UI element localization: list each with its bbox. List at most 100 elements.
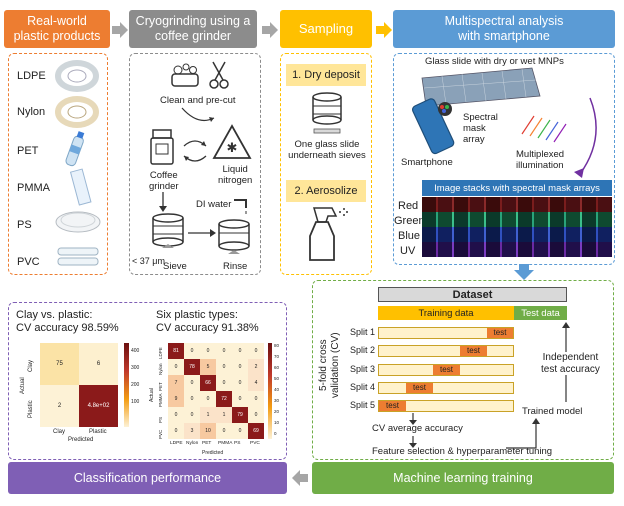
coffee-grinder-line1: Coffee <box>149 170 178 181</box>
cm2-val-1-5: 2 <box>254 364 258 370</box>
cm2-val-2-5: 4 <box>254 380 258 386</box>
cm1-cell-0-1: 6 <box>79 343 118 385</box>
cm2-cell-4-5: 0 <box>248 407 264 423</box>
panel1-title-line1: Real-world <box>27 14 87 28</box>
split-5-test-segment: test <box>379 401 406 411</box>
cm1-val-0-0: 75 <box>56 361 63 367</box>
split-1-test-label: test <box>493 328 507 337</box>
cm2-val-5-4: 0 <box>238 428 242 434</box>
item-nylon-label: Nylon <box>17 106 46 118</box>
one-slide-line1: One glass slide <box>294 139 360 150</box>
dataset-header: Dataset <box>378 287 567 302</box>
split-5-test-label: test <box>386 401 399 410</box>
cm2-cell-1-1: 78 <box>184 359 200 375</box>
panel5-header: Machine learning training <box>312 462 614 494</box>
cm2-cell-5-3: 0 <box>216 423 232 439</box>
cm2-cell-3-3: 72 <box>216 391 232 407</box>
smartphone-label: Smartphone <box>401 157 453 168</box>
split-2-label: Split 2 <box>350 345 376 355</box>
item-ldpe-label: LDPE <box>17 70 46 82</box>
cm2-col-label-1: Nylon <box>186 441 199 446</box>
item-pvc-label: PVC <box>17 256 40 268</box>
cm2-cell-1-4: 0 <box>232 359 248 375</box>
cm1-cell-1-1: 4.8e+02 <box>79 385 118 427</box>
panel4-title-line2: with smartphone <box>458 29 550 43</box>
cm2-val-3-1: 0 <box>190 396 194 402</box>
cm2-tick-7: 10 <box>274 420 280 425</box>
cm2-val-5-1: 3 <box>190 428 194 434</box>
cm2-val-5-5: 69 <box>253 428 259 434</box>
cm2-cell-5-0: 0 <box>168 423 184 439</box>
panel6-box <box>8 302 287 460</box>
training-data-bar: Training data <box>378 306 514 320</box>
trained-model-loop-arrow <box>506 418 540 449</box>
cm2-val-4-0: 0 <box>174 412 178 418</box>
spectral-mask-line2: mask <box>463 122 486 134</box>
six-title-line1: Six plastic types: <box>156 309 238 321</box>
blue-image-strip <box>422 227 612 242</box>
panel4-box <box>393 53 615 265</box>
cm2-row-label-4: PS <box>158 416 163 423</box>
liquid-nitrogen-line2: nitrogen <box>218 174 253 186</box>
cm2-tick-3: 50 <box>274 376 280 381</box>
panel5-box <box>312 280 614 460</box>
pvc-tubes-image <box>57 247 99 266</box>
cm2-val-4-1: 0 <box>190 412 194 418</box>
cm2-cell-3-1: 0 <box>184 391 200 407</box>
dataset-label: Dataset <box>452 288 493 301</box>
panel3-title: Sampling <box>298 21 354 37</box>
clay-title-line2: CV accuracy 98.59% <box>16 321 119 334</box>
cv-down-arrow <box>409 413 417 425</box>
cm2-val-4-4: 79 <box>237 412 243 418</box>
cm2-col-label-3: PMMA <box>218 441 233 446</box>
glass-slide-image <box>421 67 541 107</box>
cm2-cell-5-2: 10 <box>200 423 216 439</box>
cm2-col-label-5: PVC <box>250 441 260 446</box>
spray-bottle-icon <box>309 207 348 261</box>
cm2-cell-3-2: 0 <box>200 391 216 407</box>
training-data-label: Training data <box>418 307 474 319</box>
arrow-4-to-5 <box>514 264 534 280</box>
sieve-stack-icon <box>152 213 184 248</box>
cm2-val-2-3: 0 <box>222 380 226 386</box>
cm2-cell-5-4: 0 <box>232 423 248 439</box>
cm2-row-label-2: PET <box>158 382 163 391</box>
di-water-label: DI water <box>196 199 232 210</box>
cm2-val-4-2: 1 <box>206 412 210 418</box>
uv-image-strip <box>422 242 612 257</box>
dry-deposit-box: 1. Dry deposit <box>286 64 366 86</box>
image-stacks-header: Image stacks with spectral mask arrays <box>422 180 612 196</box>
cm2-cell-2-5: 4 <box>248 375 264 391</box>
cm2-cell-0-0: 81 <box>168 343 184 359</box>
cm2-col-label-2: PET <box>202 441 212 446</box>
split-1-bar: test <box>378 327 514 339</box>
trained-model-label: Trained model <box>522 406 583 417</box>
split-3-label: Split 3 <box>350 364 376 374</box>
panel2-box <box>129 53 261 275</box>
svg-text:✱: ✱ <box>227 141 238 156</box>
cm2-cell-1-2: 5 <box>200 359 216 375</box>
cm1-colorbar <box>124 343 129 427</box>
to-image-stack-arrow <box>574 97 597 178</box>
panel3-header: Sampling <box>280 10 372 48</box>
cm2-cell-4-1: 0 <box>184 407 200 423</box>
arrow-3-to-4 <box>376 22 392 38</box>
test-data-bar: Test data <box>514 306 567 320</box>
spectral-mask-line3: array <box>463 133 485 145</box>
split-2-test-segment: test <box>460 346 487 356</box>
rinse-label: Rinse <box>223 261 248 272</box>
cm2-cell-0-5: 0 <box>248 343 264 359</box>
cm2-cell-4-0: 0 <box>168 407 184 423</box>
cm2-ylabel: Actual <box>149 388 155 402</box>
cm2-cell-0-3: 0 <box>216 343 232 359</box>
six-title-line2: CV accuracy 91.38% <box>156 321 259 334</box>
cm1-cell-0-0: 75 <box>40 343 79 385</box>
cm2-val-0-3: 0 <box>222 348 226 354</box>
